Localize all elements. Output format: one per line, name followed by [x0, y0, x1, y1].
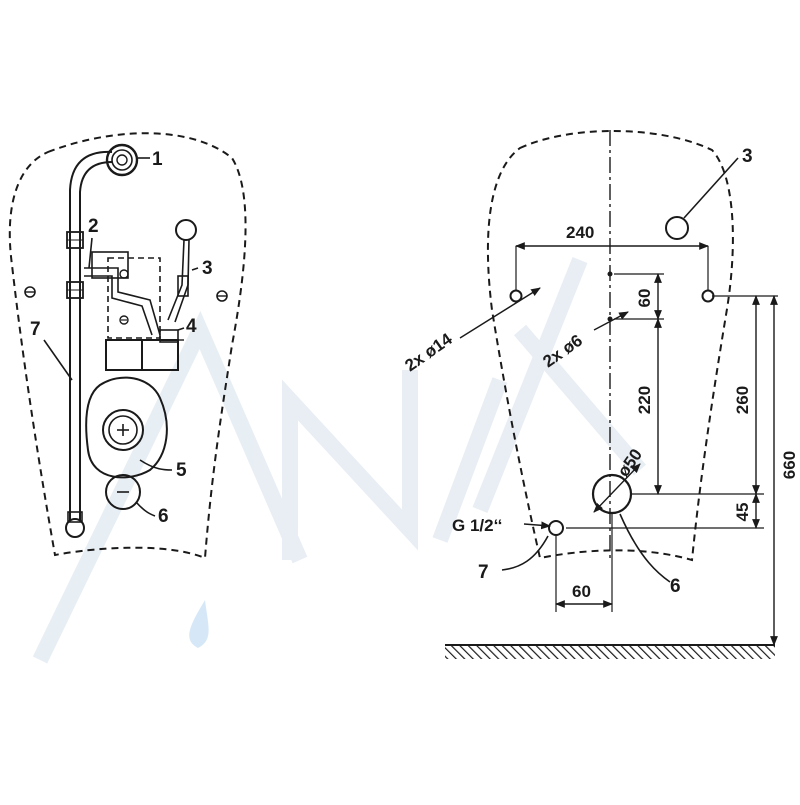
right-panel-outline	[486, 130, 734, 562]
supply-pipe	[65, 150, 113, 538]
hole-6-upper-icon	[607, 271, 613, 277]
callout-1: 1	[152, 149, 163, 170]
callout-3-right: 3	[742, 146, 753, 167]
hole-14-left-icon	[509, 289, 523, 303]
callout-6-right: 6	[670, 576, 681, 597]
valve-housing	[85, 376, 168, 479]
dim-220: 220	[635, 386, 654, 414]
water-drop-icon	[189, 600, 209, 648]
left-leader-lines	[43, 157, 199, 517]
dim-60-top: 60	[635, 289, 654, 308]
floor-line	[445, 644, 775, 659]
dim-45: 45	[733, 503, 752, 522]
callout-7: 7	[30, 319, 41, 340]
dim-260: 260	[733, 386, 752, 414]
callout-4: 4	[186, 316, 197, 337]
dim-240: 240	[566, 223, 594, 242]
callout-3: 3	[202, 258, 213, 279]
outlet-icon	[105, 474, 141, 510]
callout-5: 5	[176, 460, 187, 481]
sensor-window-icon	[665, 216, 689, 240]
left-panel-outline	[8, 132, 247, 560]
hole-14-right-icon	[701, 289, 715, 303]
label-holes-14: 2x ø14	[401, 329, 456, 375]
right-view: 240 60 220 260 45 660 60 2x ø14 2x ø6	[401, 130, 799, 659]
dim-660: 660	[780, 451, 799, 479]
watermark	[32, 257, 647, 664]
left-view: 1 2 3 4 5 6 7	[8, 132, 247, 560]
sensor-icon	[167, 219, 197, 323]
connection-fitting-icon	[105, 143, 139, 177]
solenoid-block	[105, 329, 184, 371]
callout-7-right: 7	[478, 562, 489, 583]
mounting-screw-right-icon	[216, 290, 228, 302]
mounting-screw-left-icon	[24, 286, 36, 298]
callout-2: 2	[88, 216, 99, 237]
label-thread: G 1/2‘‘	[452, 516, 502, 535]
supply-connection-icon	[548, 520, 564, 536]
callout-6: 6	[158, 506, 169, 527]
dim-60-bottom: 60	[572, 582, 591, 601]
valve-bracket	[84, 251, 161, 339]
